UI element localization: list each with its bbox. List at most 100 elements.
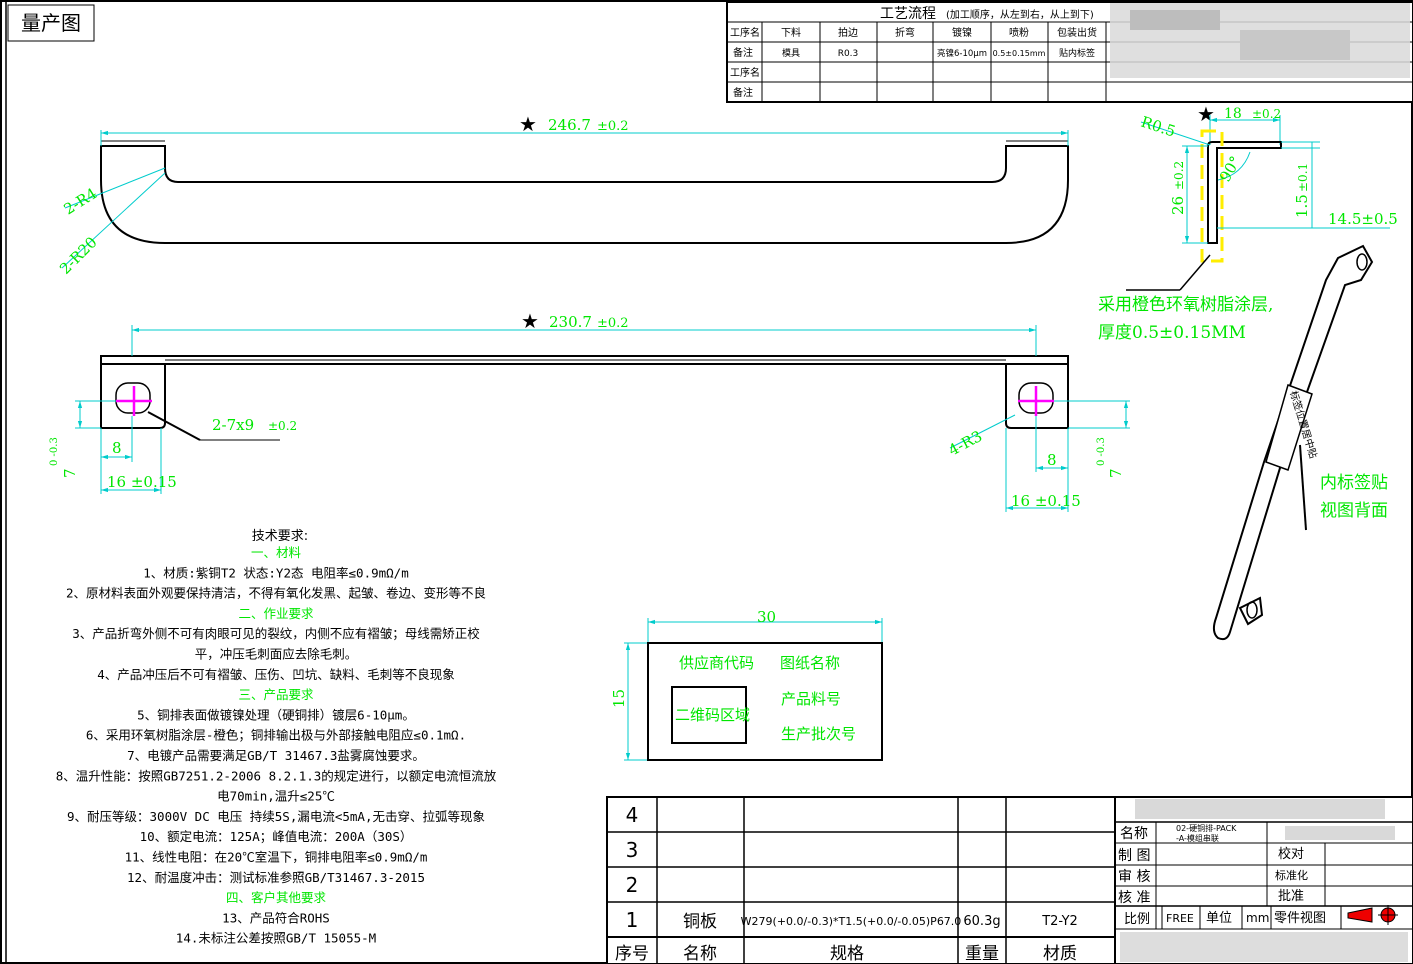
- dim-7-tol: 0 -0.3: [49, 437, 60, 466]
- busbar-side-profile: [1207, 141, 1282, 244]
- tech-section-title: 一、材料: [251, 545, 302, 560]
- tb-approve-label: 核 准: [1118, 890, 1150, 906]
- tb-standard: 标准化: [1275, 868, 1308, 882]
- process-note: 亮镍6-10μm: [937, 48, 987, 59]
- star-icon: ★: [521, 309, 539, 333]
- redacted-block: [1240, 30, 1350, 60]
- label-qr-text: 二维码区域: [675, 706, 750, 724]
- tech-line: 9、耐压等级：3000V DC 电压 持续5S,漏电流<5mA,无击穿、拉弧等现…: [67, 809, 485, 824]
- process-step: 包装出货: [1057, 26, 1097, 39]
- label-width: 30: [757, 608, 776, 626]
- coating-note: 厚度0.5±0.15MM: [1098, 323, 1246, 343]
- bom-header-spec: 规格: [830, 944, 864, 964]
- dim-height: 26: [1169, 196, 1187, 215]
- process-note: 0.5±0.15mm: [993, 49, 1046, 58]
- leader-line: [1179, 254, 1211, 291]
- dim-16: 16 ±0.15: [107, 473, 177, 491]
- bom-header-name: 名称: [683, 944, 717, 964]
- top-view: ★ 246.7 ±0.2 2-R4 2-R20: [56, 112, 1069, 278]
- process-row-label: 工序名: [730, 26, 760, 39]
- tech-line: 4、产品冲压后不可有褶皱、压伤、凹坑、缺料、毛刺等不良现象: [97, 667, 455, 682]
- tb-name-value: 02-硬铜排-PACK: [1176, 823, 1237, 833]
- dim-tol: ±0.2: [597, 316, 629, 331]
- tech-section-title: 四、客户其他要求: [226, 890, 327, 905]
- label-supplier: 供应商代码: [679, 654, 754, 672]
- process-title-note: (加工顺序，从左到右，从上到下): [946, 8, 1094, 21]
- sheet-title: 量产图: [21, 11, 81, 35]
- process-step: 喷粉: [1009, 26, 1029, 39]
- hole-label: 2-7x9: [212, 416, 254, 434]
- left-tab: [100, 356, 166, 429]
- tech-line: 平，冲压毛刺面应去除毛刺。: [195, 647, 358, 662]
- dim-length: 246.7: [548, 116, 591, 134]
- tech-line: 13、产品符合ROHS: [222, 910, 330, 925]
- leader-line: [949, 414, 1016, 449]
- tech-line: 5、铜排表面做镀镍处理（硬铜排）镀层6-10μm。: [137, 707, 415, 722]
- tb-name-value: -A-模组串联: [1176, 833, 1219, 843]
- label-batch: 生产批次号: [781, 725, 856, 743]
- tech-line: 14.未标注公差按照GB/T 15055-M: [176, 931, 376, 946]
- sheet-title-box: [7, 4, 95, 42]
- bom-name: 铜板: [683, 912, 717, 932]
- iso-label-area: [1265, 384, 1313, 471]
- label-box: 30 15 供应商代码 图纸名称 二维码区域 产品料号 生产批次号: [610, 608, 883, 761]
- right-tab: [1005, 356, 1069, 429]
- tb-scale-label: 比例: [1124, 912, 1150, 927]
- angle-label: 90°: [1216, 153, 1245, 185]
- tb-view-label: 零件视图: [1274, 911, 1326, 926]
- dim-16: 16 ±0.15: [1011, 492, 1081, 510]
- redacted-block: [1135, 799, 1385, 819]
- coating-note: 采用橙色环氧树脂涂层,: [1098, 295, 1273, 315]
- dim-8: 8: [1047, 451, 1057, 469]
- bom-no: 3: [626, 838, 639, 862]
- bom-no: 2: [626, 873, 639, 897]
- redacted-block: [1130, 10, 1220, 30]
- side-view: ★ 18 ±0.2 R0.5 26 ±0.2 90° 1.5 ±0.1 14.5…: [1098, 102, 1398, 343]
- bom-header-no: 序号: [615, 944, 649, 964]
- tech-section-title: 三、产品要求: [238, 687, 314, 702]
- iso-note: 内标签贴: [1320, 473, 1388, 493]
- dim-width: 18: [1224, 106, 1242, 122]
- dim-7-tol: 0 -0.3: [1096, 437, 1107, 466]
- radius-label: 2-R20: [56, 233, 101, 278]
- tech-line: 12、耐温度冲击：测试标准参照GB/T31467.3-2015: [127, 870, 425, 885]
- leader-line: [1299, 444, 1307, 531]
- iso-end: [1238, 596, 1264, 626]
- process-row-label: 备注: [733, 86, 753, 99]
- tech-line: 10、额定电流：125A；峰值电流：200A（30S）: [140, 829, 413, 844]
- radius-label: R0.5: [1139, 113, 1178, 141]
- leader-line: [147, 411, 201, 441]
- bom-spec: W279(+0.0/-0.3)*T1.5(+0.0/-0.05)P67.0: [741, 915, 962, 928]
- iso-note: 视图背面: [1320, 501, 1388, 521]
- star-icon: ★: [519, 112, 537, 136]
- leader-line: [1140, 121, 1211, 146]
- tb-check: 校对: [1278, 846, 1304, 862]
- process-step: 拍边: [838, 26, 858, 39]
- dim-tol: ±0.2: [1172, 161, 1186, 190]
- process-row-label: 备注: [733, 46, 753, 59]
- process-note: 贴内标签: [1059, 47, 1095, 59]
- corner-radius-label: 4-R3: [945, 427, 985, 460]
- label-outline: [647, 642, 883, 761]
- leader-line: [61, 172, 166, 269]
- tech-line: 电70min,温升≤25℃: [217, 789, 335, 804]
- dim-7: 7: [1107, 468, 1125, 478]
- bom-no: 1: [626, 908, 639, 932]
- angle-arc: [1217, 151, 1251, 181]
- coating-highlight: [1200, 129, 1224, 263]
- tech-line: 2、原材料表面外观要保持清洁，不得有氧化发黑、起皱、卷边、变形等不良: [66, 586, 486, 601]
- redacted-area: [1120, 932, 1408, 962]
- tech-title: 技术要求:: [252, 529, 308, 544]
- tech-line: 8、温升性能：按照GB7251.2-2006 8.2.1.3的规定进行，以额定电…: [56, 768, 497, 783]
- process-row-label: 工序名: [730, 66, 760, 79]
- iso-hole: [1246, 601, 1258, 619]
- tech-requirements: 技术要求: 一、材料1、材质:紫铜T2 状态:Y2态 电阻率≤0.9mΩ/m2、…: [56, 529, 497, 946]
- hole-tol: ±0.2: [268, 419, 297, 433]
- radius-label: 2-R4: [61, 184, 101, 218]
- dim-7: 7: [61, 468, 79, 478]
- tech-line: 3、产品折弯外侧不可有肉眼可见的裂纹，内侧不应有褶皱；母线需矫正校: [72, 626, 480, 641]
- iso-hole: [1356, 253, 1368, 271]
- tech-line: 11、线性电阻：在20℃室温下，铜排电阻率≤0.9mΩ/m: [125, 850, 428, 865]
- bom-header-weight: 重量: [965, 944, 999, 964]
